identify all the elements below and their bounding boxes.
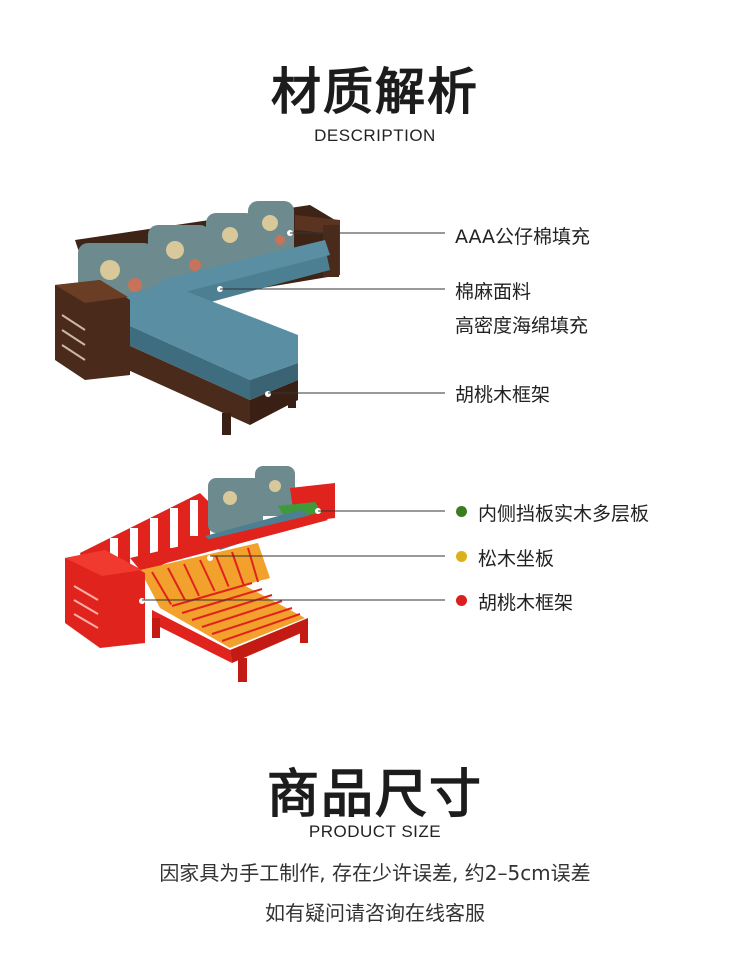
callout-walnut-frame-2: 胡桃木框架 (478, 592, 574, 614)
callout-fabric: 棉麻面料 (455, 281, 532, 303)
description-subtitle: DESCRIPTION (314, 126, 436, 145)
walnut-frame-dot (456, 595, 467, 606)
size-note-line1: 因家具为手工制作, 存在少许误差, 约2–5cm误差 (159, 861, 591, 885)
callout-sponge: 高密度海绵填充 (455, 315, 589, 337)
inner-panel-dot (456, 506, 467, 517)
pine-seat-dot (456, 551, 467, 562)
size-title: 商品尺寸 (266, 765, 483, 825)
callout-pine-seat: 松木坐板 (478, 548, 555, 570)
description-title: 材质解析 (271, 63, 479, 121)
callout-walnut-frame: 胡桃木框架 (455, 384, 551, 406)
callout-lines-2 (142, 510, 445, 601)
callout-aaa-filling: AAA公仔棉填充 (455, 226, 591, 248)
size-subtitle: PRODUCT SIZE (308, 822, 442, 841)
sofa-structure-image (65, 466, 335, 682)
callout-inner-panel: 内侧挡板实木多层板 (478, 503, 650, 525)
sofa-image (55, 201, 340, 435)
callout-lines-1 (220, 232, 445, 394)
size-note-line2: 如有疑问请咨询在线客服 (265, 901, 485, 925)
